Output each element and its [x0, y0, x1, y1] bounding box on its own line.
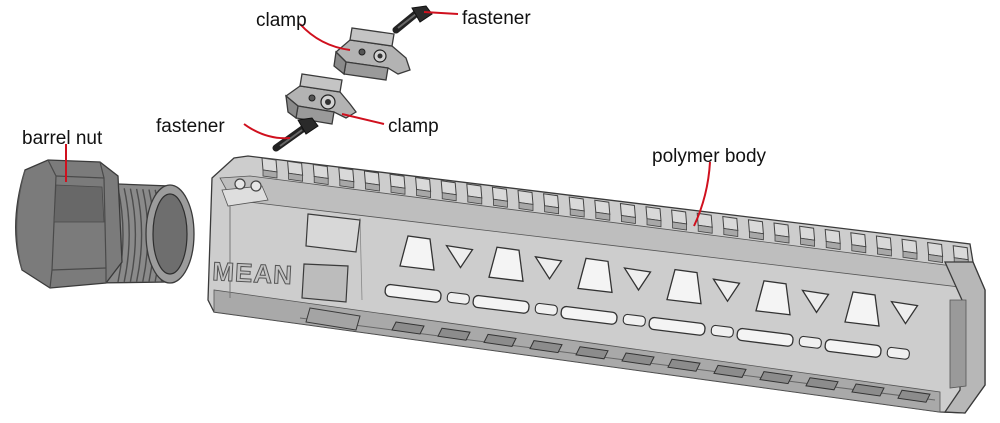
- rail-tooth-side: [262, 169, 278, 179]
- leader-polymer-body: [693, 161, 711, 227]
- mlok-slot: [736, 327, 794, 347]
- mean-logo-text: MEAN: [212, 256, 294, 290]
- lower-slot: [667, 358, 701, 372]
- rail-tooth-side: [390, 185, 406, 195]
- label-fastener-left: fastener: [156, 116, 225, 137]
- cutout-triangle: [712, 278, 741, 303]
- polymer-body: MEAN: [207, 155, 986, 414]
- rail-tooth-side: [825, 241, 841, 250]
- lower-slot: [575, 346, 609, 360]
- lower-slot: [759, 371, 793, 385]
- label-clamp-mid: clamp: [388, 116, 439, 137]
- fastener-top: [392, 5, 433, 34]
- thread-line: [123, 188, 130, 283]
- rail-tooth-side: [646, 218, 662, 228]
- cutout-window: [399, 235, 435, 271]
- lower-slot: [897, 389, 931, 403]
- mlok-slot: [472, 294, 530, 314]
- cutout-triangle: [534, 255, 563, 280]
- rail-tooth-side: [595, 211, 611, 221]
- clamp-hole-icon: [377, 53, 383, 59]
- cutout-window: [755, 280, 791, 316]
- leader-clamp-top: [299, 23, 351, 51]
- rail-tooth-side: [493, 198, 508, 208]
- clamp-hole-icon: [325, 99, 331, 105]
- lower-slot: [437, 327, 471, 341]
- fastener-left: [272, 117, 319, 152]
- cutout-triangle: [890, 300, 919, 325]
- rail-tooth-side: [518, 202, 534, 211]
- cutout-triangle: [623, 267, 652, 292]
- pin-hole-icon: [250, 180, 262, 192]
- rail-tooth-side: [851, 244, 867, 254]
- cutout-window: [666, 268, 702, 305]
- rail-tooth-side: [544, 205, 559, 215]
- cutout-triangle: [801, 289, 830, 314]
- lower-slot: [851, 383, 885, 397]
- mlok-slots: [384, 235, 931, 403]
- lower-slot: [529, 340, 563, 354]
- barrel-nut: [15, 159, 195, 289]
- mlok-slot: [560, 305, 618, 325]
- rail-tooth-side: [902, 250, 918, 260]
- thread-line: [129, 188, 137, 282]
- label-fastener-top: fastener: [462, 8, 531, 29]
- rail-tooth-side: [416, 189, 431, 198]
- cutout-triangle: [445, 244, 474, 269]
- clamp-upper: [333, 27, 411, 81]
- small-slot: [446, 291, 470, 305]
- clamp-middle: [284, 73, 357, 125]
- lower-slot: [805, 377, 839, 391]
- lower-slot: [483, 333, 517, 347]
- rail-tooth-side: [339, 179, 355, 189]
- label-clamp-top: clamp: [256, 10, 307, 31]
- leader-fastener-top: [423, 11, 459, 15]
- cutout-window: [488, 246, 524, 282]
- clamp-hole-icon: [358, 48, 366, 56]
- small-slot: [622, 313, 646, 327]
- cutout-window: [577, 257, 613, 294]
- rail-tooth-side: [467, 195, 483, 205]
- clamp-hole-icon: [308, 94, 316, 102]
- thread-line: [135, 188, 143, 282]
- leader-fastener-left: [243, 123, 291, 140]
- rail-tooth-side: [723, 228, 739, 237]
- cutout-window: [844, 291, 880, 327]
- rail-tooth-side: [365, 182, 380, 192]
- lower-slot: [713, 364, 747, 378]
- rail-tooth-side: [672, 221, 687, 231]
- label-barrel-nut: barrel nut: [22, 128, 103, 149]
- small-slot: [534, 302, 558, 316]
- mlok-slot: [648, 316, 706, 336]
- rail-tooth-side: [569, 208, 585, 218]
- rail-tooth-side: [621, 215, 636, 224]
- rail-tooth-side: [313, 176, 329, 185]
- rail-tooth-side: [749, 231, 764, 241]
- leader-lines: [65, 11, 711, 227]
- label-polymer-body: polymer body: [652, 146, 767, 167]
- rail-tooth-side: [441, 192, 457, 202]
- mlok-slot: [824, 338, 882, 358]
- small-slot: [798, 335, 822, 349]
- rail-tooth-side: [697, 224, 713, 234]
- mlok-slot: [384, 283, 442, 303]
- rail-tooth-side: [800, 237, 815, 247]
- small-slot: [710, 324, 734, 338]
- small-slot: [886, 346, 910, 360]
- rail-tooth-side: [877, 247, 892, 257]
- rail-tooth-side: [774, 234, 790, 244]
- leader-clamp-mid: [341, 113, 385, 125]
- picatinny-rail: [261, 157, 969, 267]
- lower-slot: [391, 321, 425, 335]
- lower-slot: [621, 352, 655, 366]
- pin-hole-icon: [234, 178, 246, 190]
- rail-tooth-side: [928, 254, 943, 263]
- callout-labels: clamp fastener fastener clamp barrel nut…: [22, 8, 767, 167]
- rail-tooth-side: [288, 172, 303, 182]
- thread-line: [117, 187, 124, 283]
